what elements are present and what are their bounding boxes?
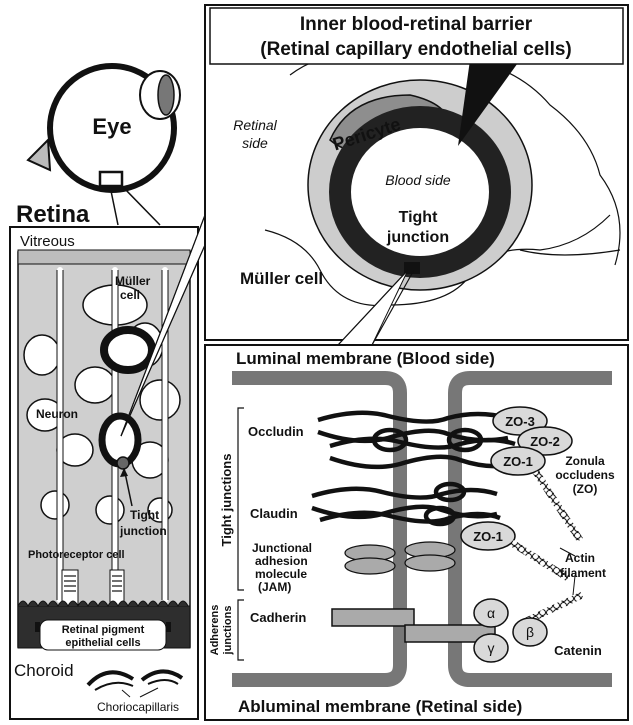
right-cell-membrane <box>448 371 612 687</box>
choriocapillaris-label: Choriocapillaris <box>97 700 179 714</box>
retina-tight-junction-label-1: Tight <box>130 508 159 522</box>
adherens-junctions-label-2: junctions <box>222 606 234 656</box>
catenin-label: Catenin <box>554 643 602 658</box>
jam-label-3: molecule <box>255 567 307 581</box>
adherens-junctions-label-1: Adherens <box>209 605 221 656</box>
retina-tight-junction-label-2: junction <box>119 524 167 538</box>
retinal-capillary-upper <box>100 326 156 374</box>
claudin-strands <box>311 481 501 527</box>
tight-junctions-label: Tight junctions <box>219 454 234 547</box>
rpe-label-1: Retinal pigment <box>62 624 145 636</box>
alpha-catenin-label: α <box>487 605 495 621</box>
vitreous-label: Vitreous <box>20 233 75 250</box>
zo3-label: ZO-3 <box>505 414 535 429</box>
zo-complex <box>460 406 573 551</box>
zonula-label-1: Zonula <box>565 454 605 468</box>
gamma-catenin-label: γ <box>488 640 495 656</box>
zo2-label: ZO-2 <box>530 434 560 449</box>
beta-catenin-label: β <box>526 624 534 640</box>
retina-panel: Vitreous <box>9 226 199 720</box>
retina-neuron-label: Neuron <box>36 407 78 421</box>
zo1-top-label: ZO-1 <box>503 454 533 469</box>
zonula-label-2: occludens <box>555 468 615 482</box>
inner-barrier-title-line1: Inner blood-retinal barrier <box>300 14 533 35</box>
rpe-label-2: epithelial cells <box>65 637 140 649</box>
junction-brackets <box>237 407 244 661</box>
luminal-membrane-label: Luminal membrane (Blood side) <box>236 349 495 368</box>
zo1-mid-label: ZO-1 <box>473 529 503 544</box>
catenin-complex <box>473 598 548 663</box>
jam-label-4: (JAM) <box>258 580 291 594</box>
jam-label-2: adhesion <box>255 554 308 568</box>
retina-muller-cell-label-2: cell <box>120 288 140 302</box>
cadherin-label: Cadherin <box>250 610 306 625</box>
barrier-muller-cell-label: Müller cell <box>240 269 323 288</box>
eye-label: Eye <box>92 114 131 139</box>
retinal-side-label-2: side <box>242 135 268 151</box>
photoreceptor-label: Photoreceptor cell <box>28 549 125 561</box>
left-cell-membrane <box>232 371 407 687</box>
barrier-tight-junction-label-1: Tight <box>399 209 438 226</box>
barrier-tight-junction-label-2: junction <box>386 229 449 246</box>
retina-title: Retina <box>16 201 90 228</box>
blood-side-label: Blood side <box>385 172 451 188</box>
occludin-strands <box>317 410 516 470</box>
choroid-label: Choroid <box>14 661 74 680</box>
zonula-label-3: (ZO) <box>573 482 598 496</box>
junction-panel <box>204 344 629 721</box>
actin-label-1: Actin <box>565 551 595 565</box>
claudin-label: Claudin <box>250 506 298 521</box>
eye-illustration: Eye <box>26 63 181 193</box>
occludin-label: Occludin <box>248 424 304 439</box>
retinal-capillary-lower <box>98 412 142 470</box>
jam-molecules <box>344 541 456 575</box>
inner-barrier-title-line2: (Retinal capillary endothelial cells) <box>260 39 572 60</box>
actin-label-2: filament <box>560 566 606 580</box>
cadherin-bars <box>331 608 496 643</box>
eye-zoom-box <box>98 170 124 188</box>
jam-label-1: Junctional <box>252 541 312 555</box>
abluminal-membrane-label: Abluminal membrane (Retinal side) <box>238 697 522 716</box>
retina-muller-cell-label-1: Müller <box>115 274 151 288</box>
retinal-side-label-1: Retinal <box>233 117 277 133</box>
inner-barrier-title: Inner blood-retinal barrier (Retinal cap… <box>209 7 624 65</box>
